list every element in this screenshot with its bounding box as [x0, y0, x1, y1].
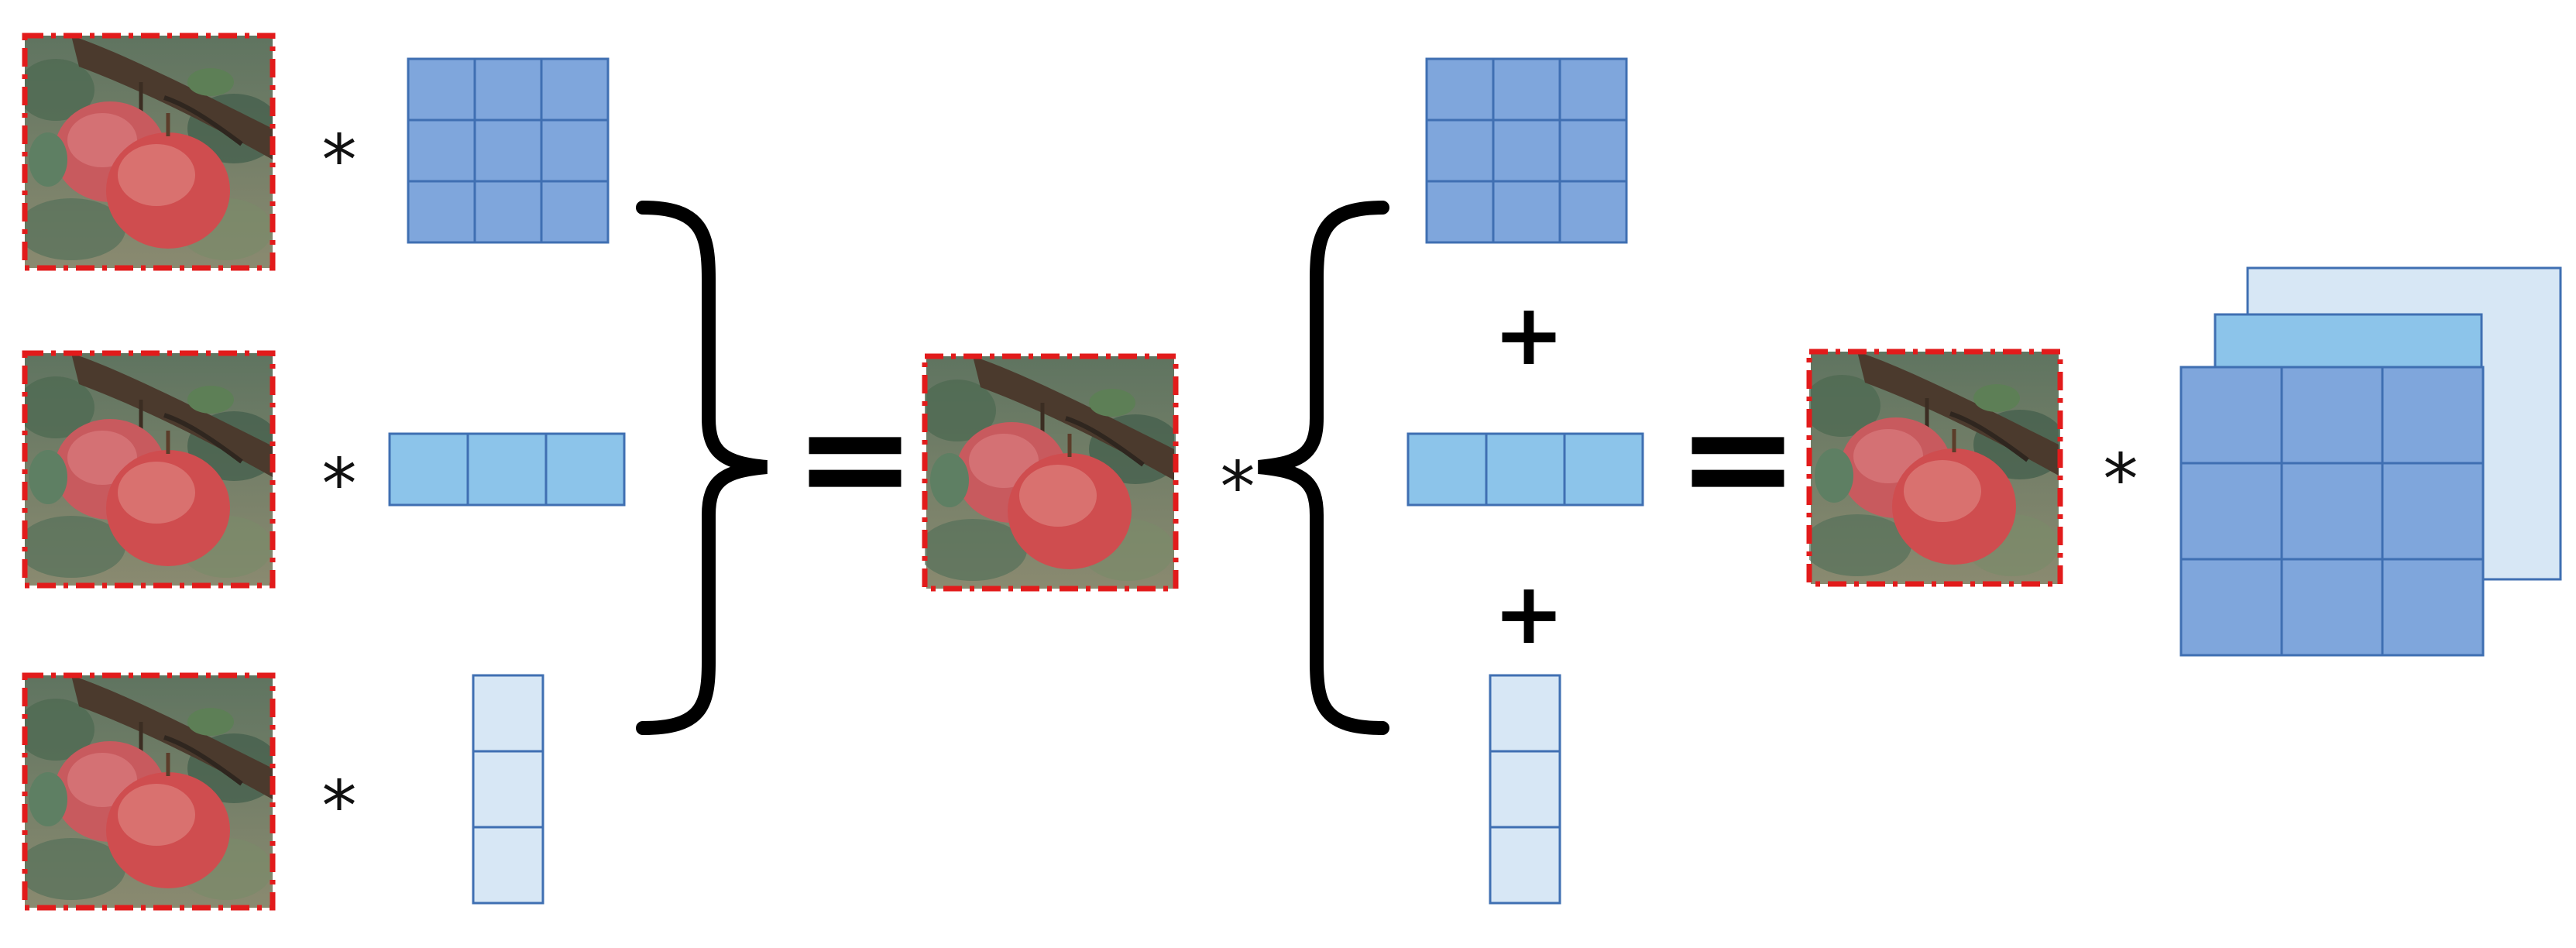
kernel-3x1-middle: [1489, 674, 1561, 905]
kernel-3x3-middle: [1425, 57, 1628, 244]
kernel-cell: [1558, 118, 1628, 183]
kernel-cell: [472, 750, 544, 829]
kernel-cell: [540, 57, 610, 122]
kernel-cell: [407, 180, 476, 244]
kernel-cell: [2381, 462, 2485, 561]
kernel-cell: [1406, 432, 1488, 507]
multiply-symbol: *: [322, 766, 357, 847]
image-dashed-frame: [922, 353, 1179, 592]
input-image-middle: [17, 350, 280, 589]
kernel-cell: [388, 432, 469, 507]
apple-photo-icon: [17, 675, 280, 908]
kernel-cell: [1492, 180, 1561, 244]
kernel-cell: [544, 432, 626, 507]
left-curly-brace: [1258, 201, 1389, 735]
stacked-kernel-front: [2179, 366, 2485, 657]
kernel-cell: [1492, 118, 1561, 183]
kernel-cell: [1492, 57, 1561, 122]
right-curly-brace: [636, 201, 768, 735]
kernel-cell: [472, 826, 544, 905]
kernel-cell: [2280, 366, 2384, 465]
kernel-cell: [1563, 432, 1644, 507]
kernel-3x3-left: [407, 57, 610, 244]
kernel-cell: [473, 57, 543, 122]
kernel-cell: [1489, 826, 1561, 905]
kernel-cell: [1558, 180, 1628, 244]
kernel-cell: [466, 432, 548, 507]
equals-symbol: =: [793, 372, 916, 543]
kernel-cell: [540, 118, 610, 183]
image-dashed-frame: [22, 350, 276, 589]
kernel-cell: [407, 57, 476, 122]
apple-photo-icon: [1803, 352, 2066, 584]
kernel-cell: [2381, 366, 2485, 465]
apple-photo-icon: [17, 36, 280, 268]
plus-symbol: +: [1493, 564, 1564, 663]
kernel-cell: [2280, 462, 2384, 561]
input-image-top: [17, 33, 280, 271]
kernel-cell: [1425, 118, 1495, 183]
kernel-cell: [540, 180, 610, 244]
input-image-bottom: [17, 672, 280, 911]
apple-photo-icon: [17, 353, 280, 586]
apple-photo-icon: [919, 356, 1182, 589]
plus-symbol: +: [1493, 285, 1564, 384]
image-dashed-frame: [1806, 349, 2063, 587]
kernel-3x1-left: [472, 674, 544, 905]
kernel-cell: [2179, 462, 2283, 561]
kernel-cell: [2381, 558, 2485, 657]
kernel-cell: [1489, 674, 1561, 753]
kernel-cell: [1489, 750, 1561, 829]
kernel-cell: [1425, 57, 1495, 122]
kernel-cell: [473, 180, 543, 244]
equals-symbol: =: [1676, 372, 1799, 543]
image-dashed-frame: [22, 33, 276, 271]
kernel-cell: [2280, 558, 2384, 657]
multiply-symbol: *: [322, 444, 357, 525]
kernel-cell: [473, 118, 543, 183]
input-image-right: [1803, 349, 2066, 587]
kernel-cell: [472, 674, 544, 753]
kernel-1x3-left: [388, 432, 626, 507]
multiply-symbol: *: [322, 120, 357, 201]
kernel-cell: [407, 118, 476, 183]
input-image-center: [919, 353, 1182, 592]
kernel-1x3-middle: [1406, 432, 1644, 507]
kernel-cell: [1425, 180, 1495, 244]
kernel-cell: [1558, 57, 1628, 122]
kernel-cell: [2179, 558, 2283, 657]
image-dashed-frame: [22, 672, 276, 911]
kernel-cell: [2179, 366, 2283, 465]
multiply-symbol: *: [1221, 447, 1255, 528]
multiply-symbol: *: [2104, 439, 2138, 520]
kernel-cell: [1485, 432, 1566, 507]
